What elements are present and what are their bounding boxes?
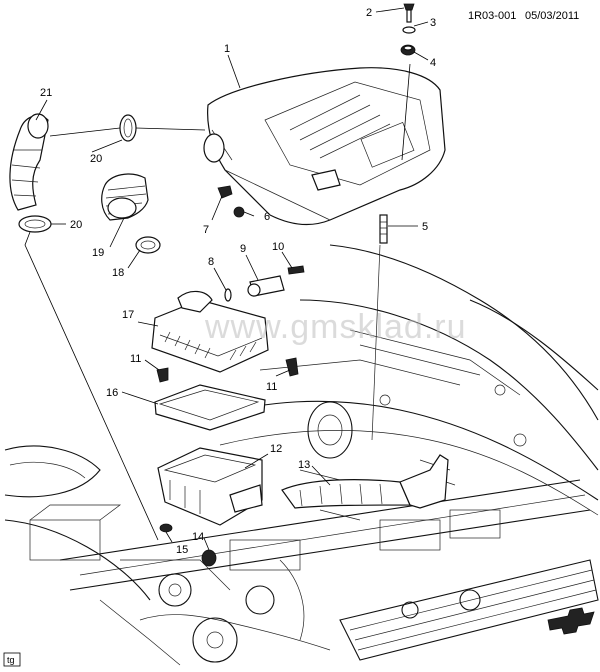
part-grommet-top bbox=[402, 26, 416, 34]
part-bracket-11-right bbox=[285, 357, 299, 377]
callout-9: 9 bbox=[240, 243, 246, 255]
callout-10: 10 bbox=[272, 241, 284, 253]
callout-3: 3 bbox=[430, 17, 436, 29]
callout-16: 16 bbox=[106, 387, 118, 399]
callout-4: 4 bbox=[430, 57, 436, 69]
callout-11-right: 11 bbox=[266, 381, 277, 393]
callout-5: 5 bbox=[422, 221, 428, 233]
part-clamp-20a bbox=[119, 114, 137, 142]
part-intake-duct-13 bbox=[281, 454, 449, 509]
callout-8: 8 bbox=[208, 256, 214, 268]
part-engine-cover bbox=[203, 67, 446, 226]
part-stud bbox=[379, 214, 388, 244]
part-air-cleaner-housing-12 bbox=[157, 447, 263, 526]
callout-19: 19 bbox=[92, 247, 104, 259]
part-isolator-top bbox=[400, 44, 416, 56]
corner-tag-text: tg bbox=[7, 655, 15, 665]
callout-labels: 1 2 3 4 5 6 7 8 9 10 11 11 12 13 14 15 1… bbox=[40, 7, 436, 556]
part-clamp-20b bbox=[18, 215, 52, 233]
corner-tag: tg bbox=[3, 652, 21, 667]
part-connector-10 bbox=[287, 265, 305, 275]
part-grommet-6 bbox=[233, 206, 245, 218]
part-clamp-18 bbox=[135, 236, 161, 254]
callout-20-lower: 20 bbox=[70, 219, 82, 231]
part-sensor-9 bbox=[247, 275, 285, 297]
part-bolt-top bbox=[403, 3, 415, 23]
callout-18: 18 bbox=[112, 267, 124, 279]
part-intake-hose-19 bbox=[101, 173, 149, 221]
part-bracket-11-left bbox=[156, 367, 169, 383]
diagram-date: 05/03/2011 bbox=[525, 10, 579, 22]
watermark: www.gmsklad.ru bbox=[204, 308, 467, 346]
part-clip-7 bbox=[217, 185, 233, 199]
part-intake-duct-21 bbox=[9, 113, 49, 211]
diagram-id: 1R03-001 bbox=[468, 10, 516, 22]
part-air-cleaner-cover-17 bbox=[151, 290, 269, 373]
leader-lines bbox=[24, 7, 429, 551]
callout-17: 17 bbox=[122, 309, 134, 321]
callout-13: 13 bbox=[298, 459, 310, 471]
callout-21: 21 bbox=[40, 87, 52, 99]
callout-2: 2 bbox=[366, 7, 372, 19]
part-isolator-14 bbox=[201, 549, 217, 567]
callout-15: 15 bbox=[176, 544, 188, 556]
callout-11-left: 11 bbox=[130, 353, 141, 365]
part-grommet-15 bbox=[159, 523, 173, 533]
engine-bay-illustration bbox=[4, 244, 599, 666]
part-air-filter-16 bbox=[154, 384, 266, 431]
callout-20-upper: 20 bbox=[90, 153, 102, 165]
callout-12: 12 bbox=[270, 443, 282, 455]
callout-6: 6 bbox=[264, 211, 270, 223]
part-oring-8 bbox=[224, 288, 232, 302]
callout-14: 14 bbox=[192, 531, 204, 543]
callout-1: 1 bbox=[224, 43, 230, 55]
callout-7: 7 bbox=[203, 224, 209, 236]
